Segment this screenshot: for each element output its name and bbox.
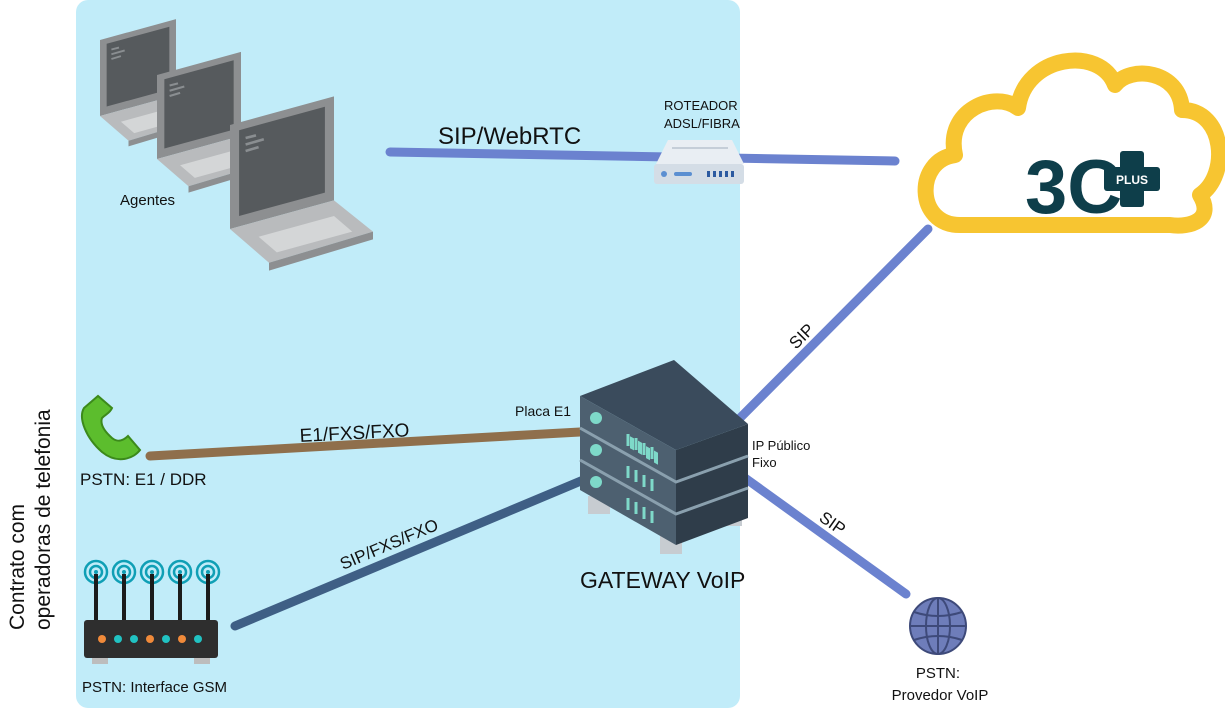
link-sip-cloud	[735, 224, 933, 423]
router-icon	[654, 140, 744, 184]
phone-icon	[81, 394, 142, 461]
gateway-server-icon	[579, 360, 749, 554]
label-public-ip: IP Público Fixo	[752, 438, 814, 470]
link-sip-fxs-fxo	[230, 473, 593, 631]
zone-label: Contrato com operadoras de telefonia	[6, 409, 55, 630]
link-sip-provider	[740, 473, 911, 599]
logo-plus-text: PLUS	[1116, 173, 1148, 187]
link-sip-webrtc	[385, 147, 900, 166]
label-pstn-gsm: PSTN: Interface GSM	[82, 679, 227, 696]
logo-plus-badge	[1104, 151, 1160, 207]
label-sip-webrtc: SIP/WebRTC	[438, 123, 581, 150]
label-e1-card: Placa E1	[515, 403, 571, 419]
globe-icon	[909, 597, 967, 655]
label-gateway: GATEWAY VoIP	[580, 567, 745, 593]
label-pstn-e1: PSTN: E1 / DDR	[80, 470, 207, 489]
label-pstn-voip: PSTN: Provedor VoIP	[892, 665, 989, 704]
label-router: ROTEADOR ADSL/FIBRA	[664, 98, 741, 131]
gsm-interface-icon	[83, 559, 221, 664]
label-agents: Agentes	[120, 192, 175, 209]
link-e1-fxs-fxo	[145, 427, 585, 461]
